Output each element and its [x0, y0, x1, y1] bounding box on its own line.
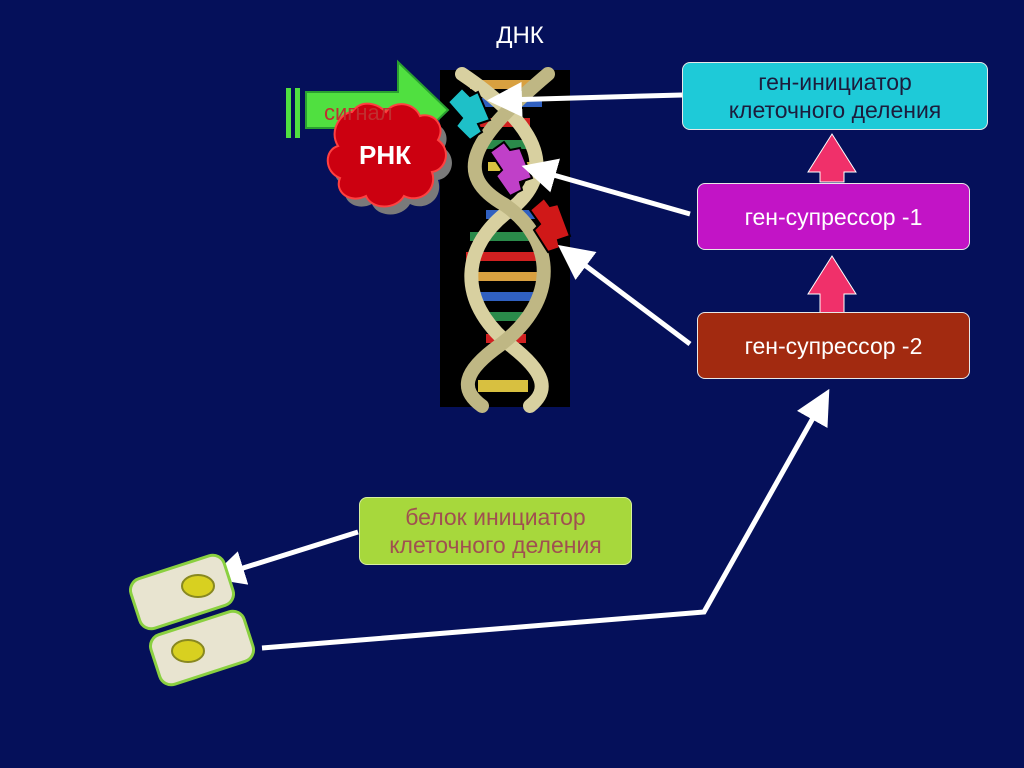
protein-initiator-line-2: клеточного деления — [389, 532, 602, 558]
gene-suppressor-1-label: ген-супрессор -1 — [744, 203, 923, 230]
cell-upper — [128, 553, 236, 631]
up-arrow-1 — [807, 133, 857, 183]
gene-initiator-box: ген-инициатор клеточного деления — [682, 62, 988, 130]
gene-suppressor-1-box: ген-супрессор -1 — [697, 183, 970, 250]
gene-segment-initiator — [446, 86, 492, 142]
dna-helix-image — [440, 67, 572, 413]
gene-suppressor-2-label: ген-супрессор -2 — [744, 332, 923, 359]
up-arrow-2 — [807, 255, 857, 325]
dna-backbone-1 — [455, 67, 549, 413]
arrow-suppressor2-to-dna — [558, 245, 692, 346]
arrow-protein-to-cells — [209, 529, 359, 585]
arrow-cells-to-suppressor2 — [261, 388, 830, 651]
signal-label: сигнал — [324, 100, 393, 125]
protein-initiator-box: белок инициатор клеточного деления — [359, 497, 632, 565]
arrow-initiator-to-dna — [487, 81, 683, 117]
dna-title: ДНК — [496, 22, 544, 49]
gene-initiator-line-1: ген-инициатор — [758, 69, 912, 95]
gene-segment-suppressor-2 — [528, 196, 572, 254]
dna-backbone-2 — [460, 67, 555, 413]
rna-label: РНК — [359, 140, 411, 170]
gene-initiator-line-2: клеточного деления — [728, 97, 942, 123]
gene-segment-suppressor-1 — [488, 140, 534, 198]
rna-blob — [326, 102, 452, 215]
gene-suppressor-2-box: ген-супрессор -2 — [697, 312, 970, 379]
arrow-suppressor1-to-dna — [521, 158, 691, 217]
cell-lower — [148, 609, 256, 687]
protein-initiator-line-1: белок инициатор — [405, 504, 586, 530]
